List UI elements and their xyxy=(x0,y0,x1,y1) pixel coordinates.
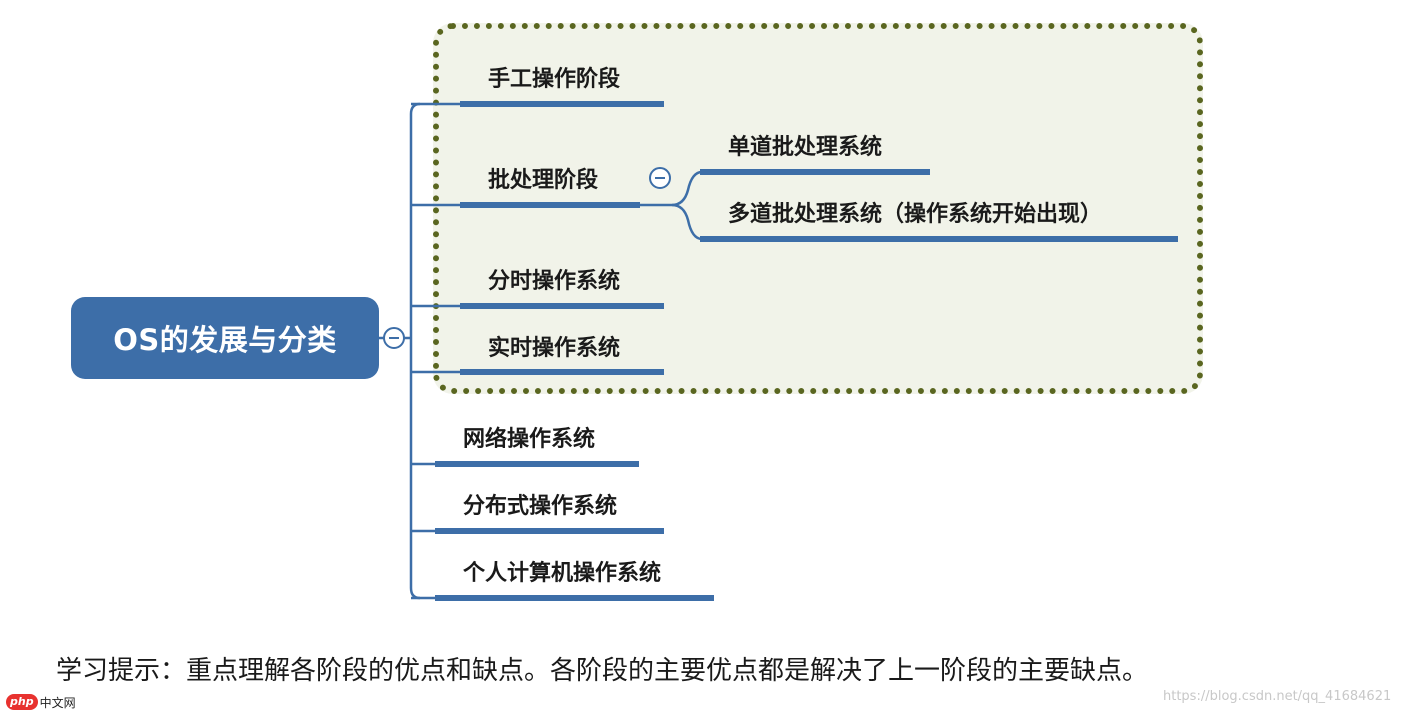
batch-collapse-icon[interactable] xyxy=(649,167,671,189)
branch-spine xyxy=(409,102,421,600)
branch-label-manual: 手工操作阶段 xyxy=(488,67,621,92)
branch-underline xyxy=(460,369,664,375)
branch-label-distributed: 分布式操作系统 xyxy=(463,494,618,519)
branch-underline xyxy=(460,303,664,309)
branch-underline xyxy=(460,101,664,107)
branch-label-real-time: 实时操作系统 xyxy=(488,336,621,361)
site-logo: php 中文网 xyxy=(6,693,76,711)
root-node[interactable]: OS的发展与分类 xyxy=(71,297,379,379)
subbranch-underline xyxy=(700,169,930,175)
branch-label-personal-computer: 个人计算机操作系统 xyxy=(463,561,662,586)
root-collapse-icon[interactable] xyxy=(383,327,405,349)
highlight-group-box xyxy=(433,23,1203,394)
study-tip-text: 学习提示：重点理解各阶段的优点和缺点。各阶段的主要优点都是解决了上一阶段的主要缺… xyxy=(56,656,1149,686)
subbranch-underline xyxy=(700,236,1178,242)
root-node-label: OS的发展与分类 xyxy=(113,323,337,357)
branch-underline xyxy=(435,595,714,601)
subbranch-label-single-batch: 单道批处理系统 xyxy=(728,135,883,160)
logo-text: 中文网 xyxy=(39,695,76,710)
logo-mark: php xyxy=(6,694,38,710)
branch-label-network: 网络操作系统 xyxy=(463,427,596,452)
subbranch-label-multi-batch: 多道批处理系统（操作系统开始出现） xyxy=(728,202,1103,227)
branch-label-batch: 批处理阶段 xyxy=(488,168,599,193)
watermark-url: https://blog.csdn.net/qq_41684621 xyxy=(1163,689,1392,704)
sub-connector-1 xyxy=(671,203,703,241)
branch-underline xyxy=(435,528,664,534)
branch-underline xyxy=(460,202,640,208)
branch-label-time-sharing: 分时操作系统 xyxy=(488,269,621,294)
branch-underline xyxy=(435,461,639,467)
